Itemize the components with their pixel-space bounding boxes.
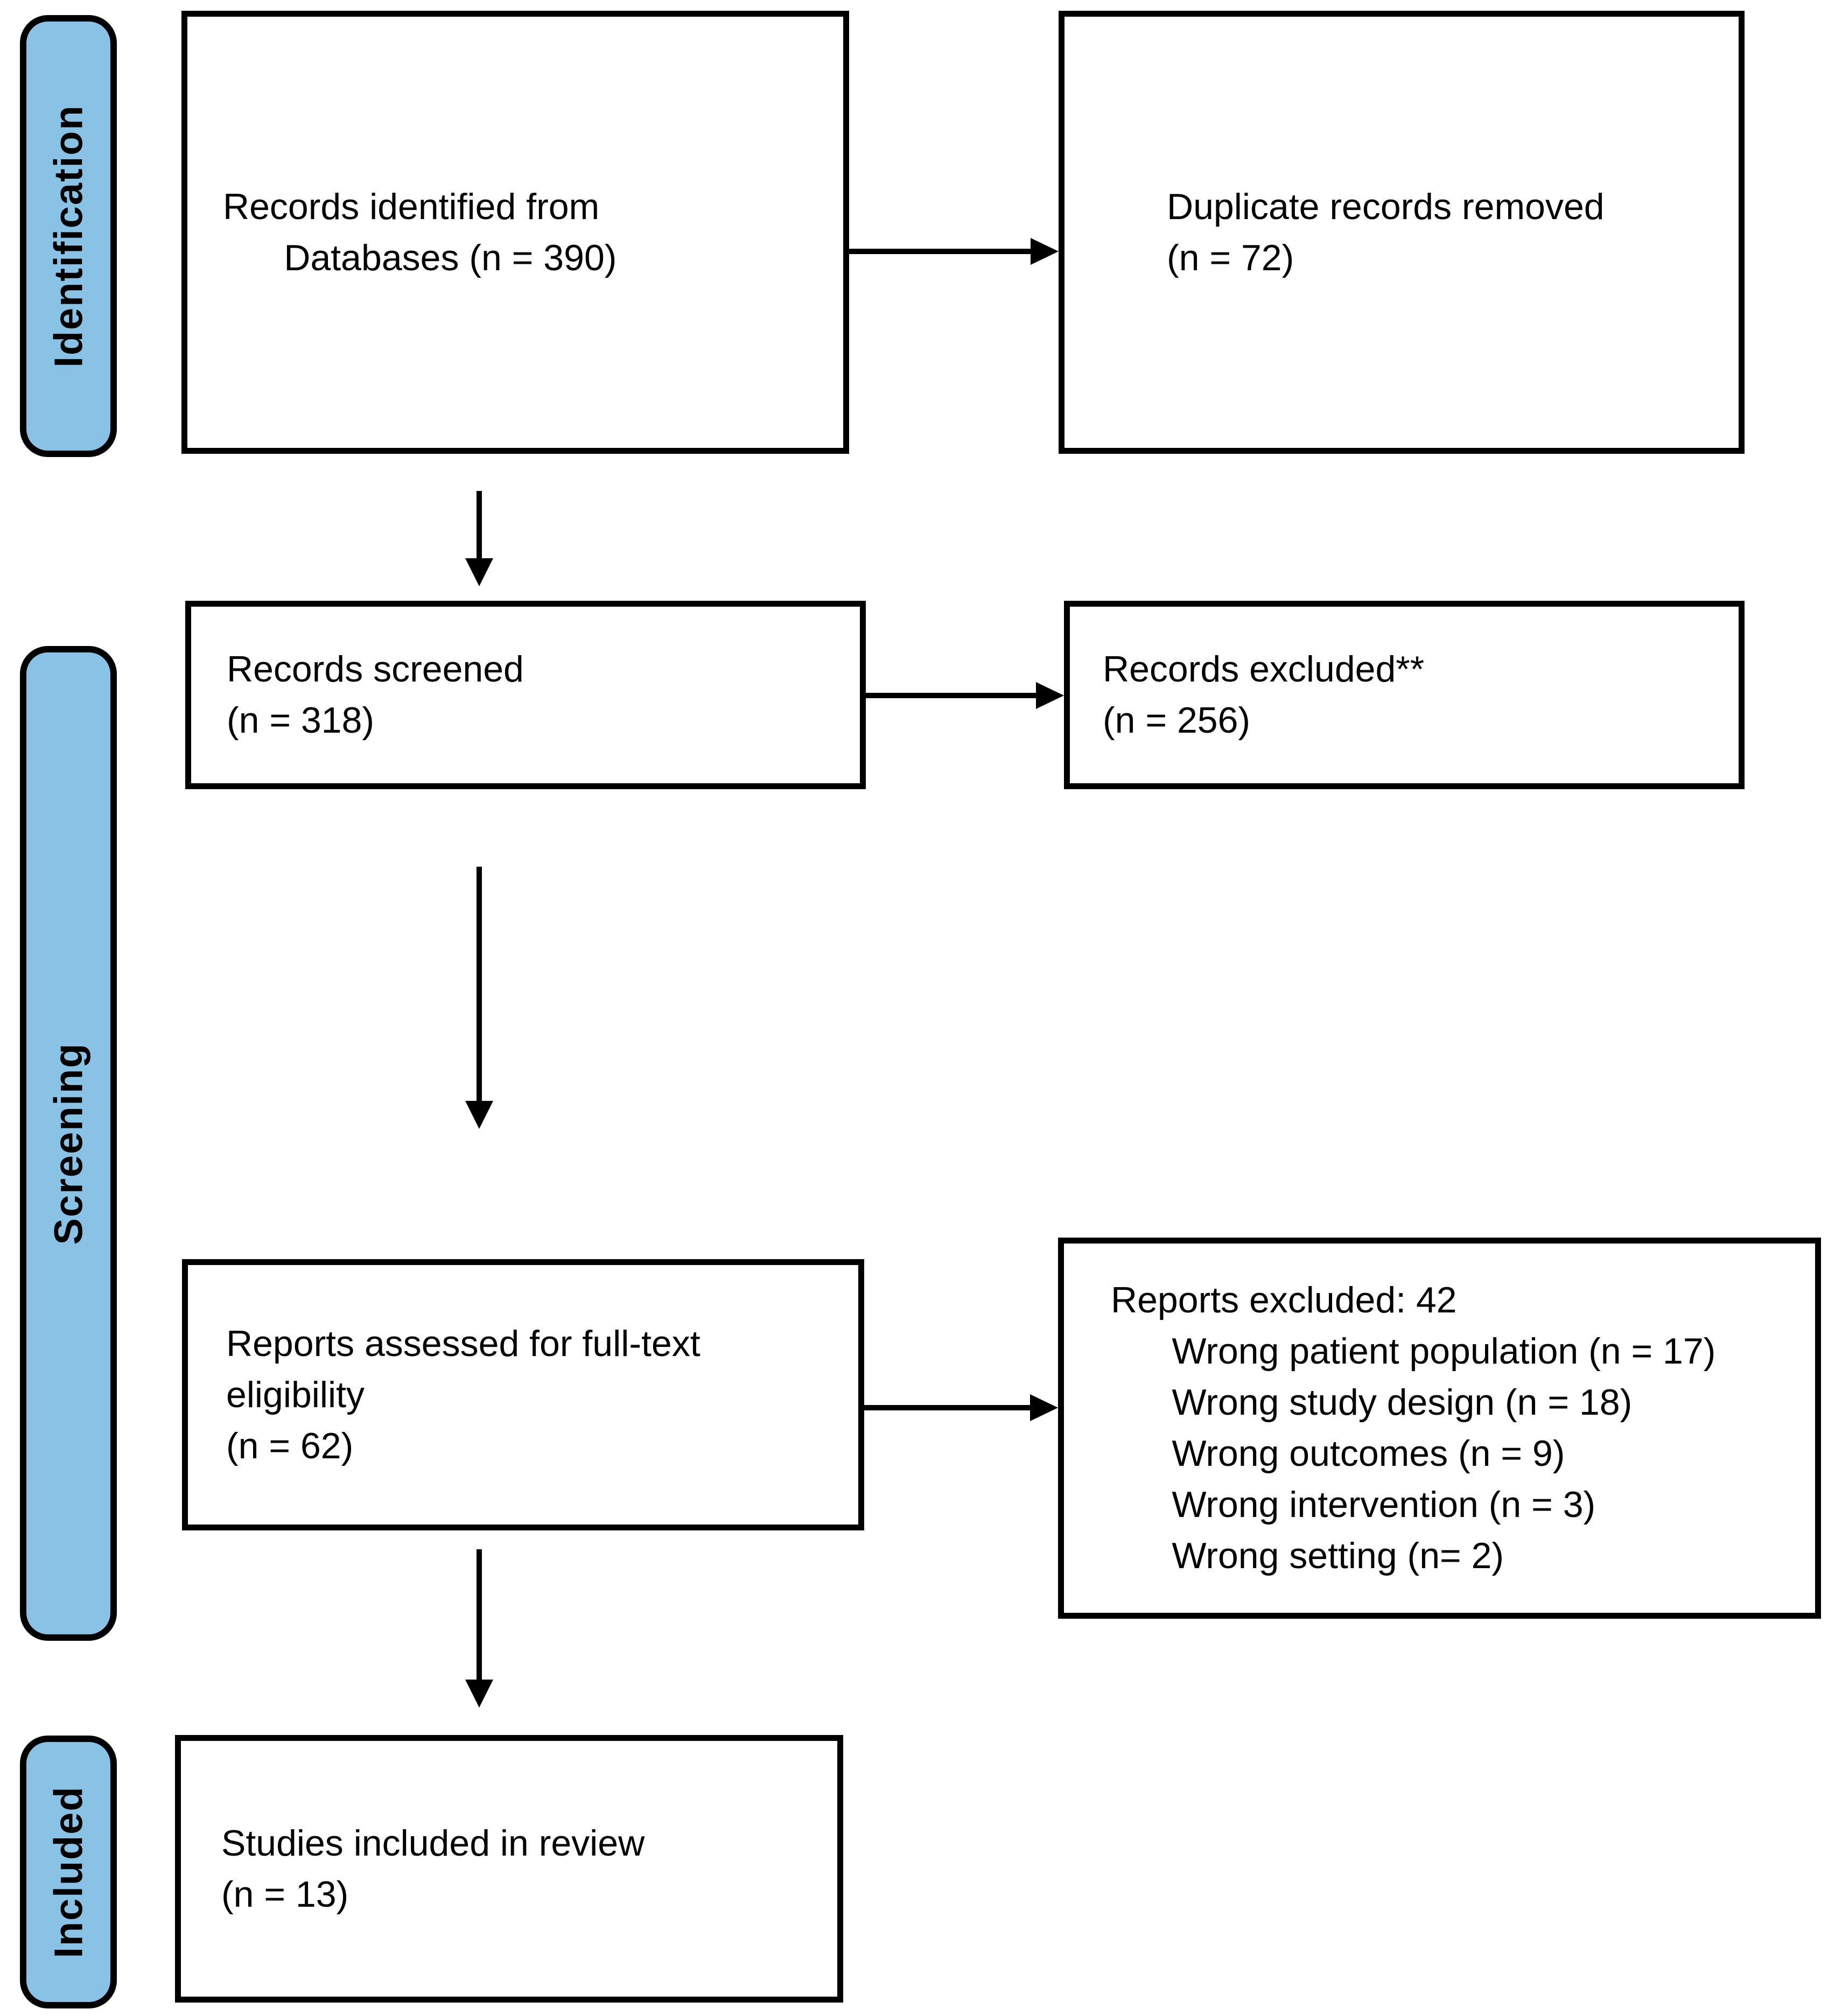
box-reports-excluded-text: Reports excluded: 42 Wrong patient popul… bbox=[1111, 1280, 1716, 1576]
stage-screening-label: Screening bbox=[46, 1042, 91, 1245]
arrow-assessed-to-included-shaft bbox=[477, 1549, 482, 1680]
stage-included: Included bbox=[20, 1736, 117, 2008]
stage-identification: Identification bbox=[20, 15, 117, 457]
arrow-assessed-to-reports-excluded-head-icon bbox=[1030, 1394, 1058, 1421]
box-records-identified: Records identified from Databases (n = 3… bbox=[181, 11, 849, 454]
arrow-identified-to-duplicates-head-icon bbox=[1031, 238, 1059, 265]
box-duplicates-removed: Duplicate records removed (n = 72) bbox=[1059, 11, 1745, 454]
stage-screening: Screening bbox=[20, 646, 117, 1641]
box-records-excluded: Records excluded** (n = 256) bbox=[1064, 601, 1745, 789]
box-reports-excluded: Reports excluded: 42 Wrong patient popul… bbox=[1058, 1238, 1821, 1619]
box-studies-included: Studies included in review (n = 13) bbox=[175, 1735, 843, 2003]
arrow-assessed-to-reports-excluded-shaft bbox=[864, 1405, 1030, 1410]
arrow-screened-to-assessed-head-icon bbox=[465, 1101, 493, 1129]
arrow-screened-to-assessed-shaft bbox=[477, 867, 482, 1101]
box-records-identified-text: Records identified from Databases (n = 3… bbox=[223, 186, 617, 278]
stage-identification-label: Identification bbox=[46, 104, 91, 368]
box-records-screened: Records screened (n = 318) bbox=[185, 601, 866, 789]
arrow-screened-to-excluded-shaft bbox=[866, 693, 1036, 698]
stage-included-label: Included bbox=[46, 1786, 91, 1958]
arrow-assessed-to-included-head-icon bbox=[465, 1680, 493, 1708]
box-duplicates-removed-text: Duplicate records removed (n = 72) bbox=[1167, 186, 1605, 278]
arrow-screened-to-excluded-head-icon bbox=[1036, 682, 1064, 709]
box-reports-assessed-text: Reports assessed for full-text eligibili… bbox=[226, 1323, 701, 1466]
box-records-excluded-text: Records excluded** (n = 256) bbox=[1103, 649, 1425, 741]
box-records-screened-text: Records screened (n = 318) bbox=[227, 649, 524, 741]
arrow-identified-to-screened-shaft bbox=[477, 491, 482, 558]
arrow-identified-to-screened-head-icon bbox=[465, 558, 493, 586]
box-reports-assessed: Reports assessed for full-text eligibili… bbox=[182, 1259, 864, 1530]
box-studies-included-text: Studies included in review (n = 13) bbox=[221, 1822, 645, 1915]
arrow-identified-to-duplicates-shaft bbox=[849, 249, 1031, 254]
